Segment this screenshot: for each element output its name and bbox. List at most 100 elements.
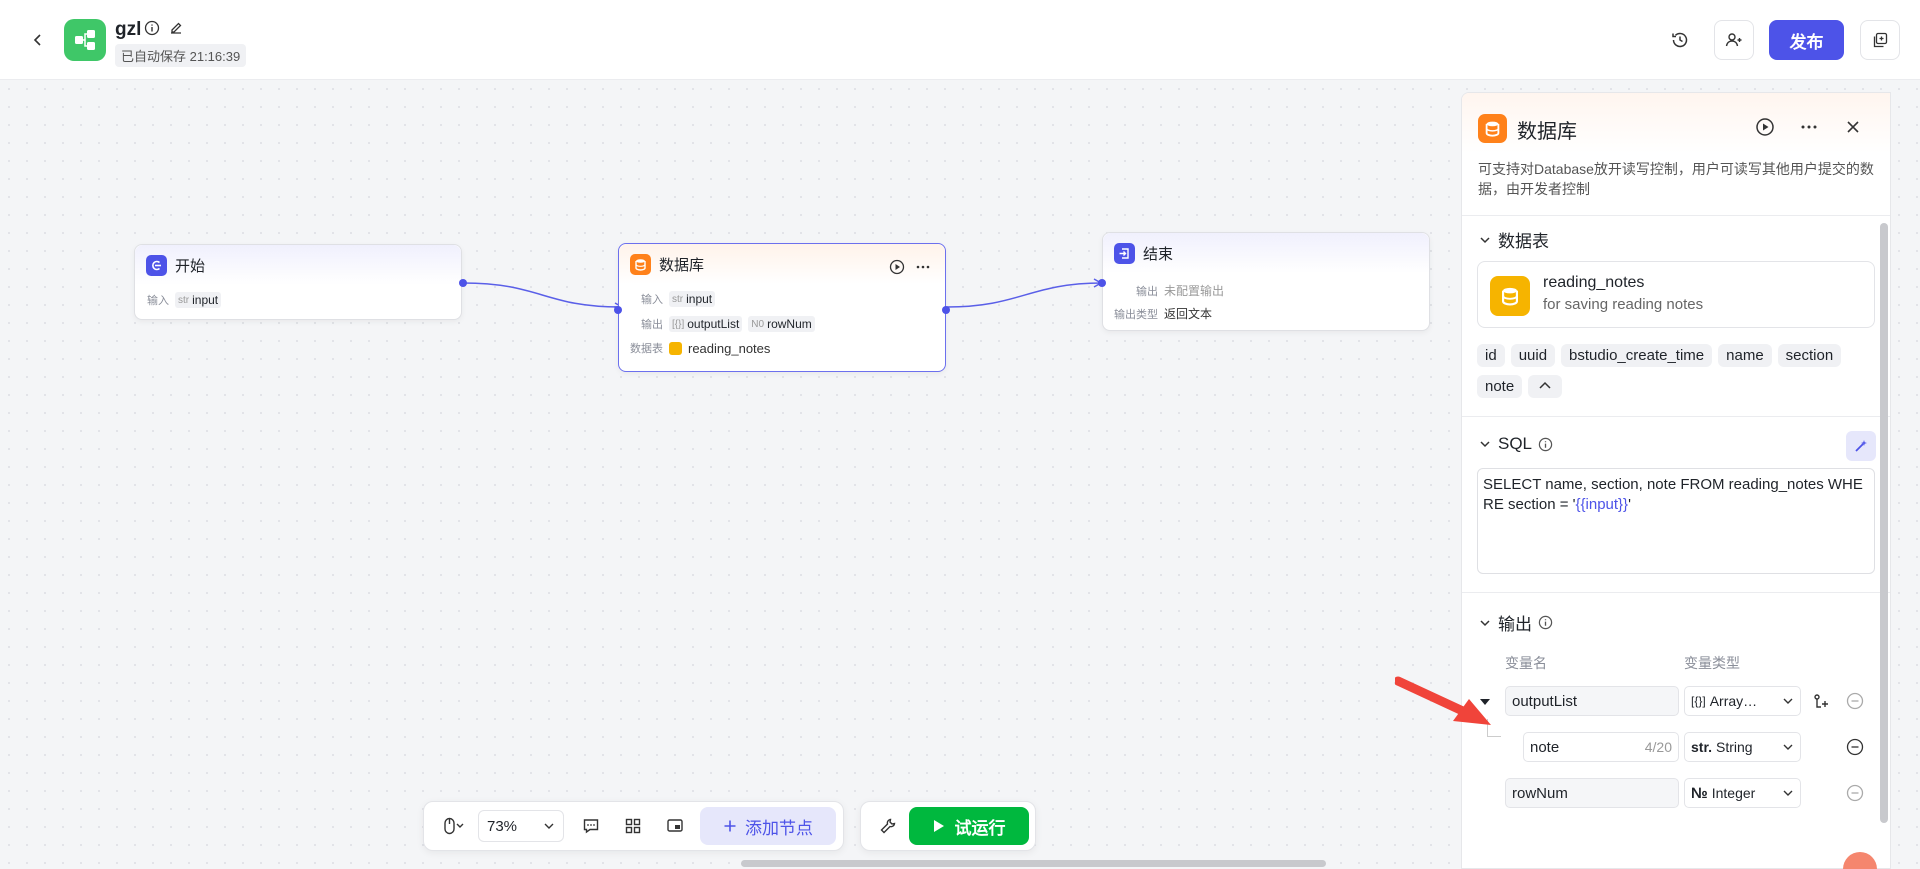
caret-down-icon[interactable] — [1478, 695, 1492, 709]
input-port[interactable] — [614, 306, 622, 314]
users-add-icon — [1725, 33, 1742, 47]
chevron-down-icon — [1783, 744, 1793, 750]
var-type-header: 变量类型 — [1684, 655, 1740, 671]
wrench-icon — [880, 818, 896, 834]
database-icon — [630, 253, 651, 275]
remove-icon[interactable] — [1846, 738, 1864, 756]
node-title: 开始 — [175, 257, 206, 275]
output-tag: [{}]outputList — [669, 316, 743, 332]
more-icon[interactable] — [915, 259, 931, 275]
back-button[interactable] — [26, 28, 50, 52]
output-name-field[interactable]: rowNum — [1505, 778, 1679, 808]
minimap-button[interactable] — [659, 810, 691, 842]
table-card[interactable]: reading_notes for saving reading notes — [1477, 261, 1875, 328]
input-label: 输入 — [641, 294, 663, 306]
add-node-button[interactable]: 添加节点 — [700, 807, 836, 845]
publish-button[interactable]: 发布 — [1769, 20, 1844, 60]
sql-editor[interactable]: SELECT name, section, note FROM reading_… — [1477, 468, 1875, 574]
char-counter: 4/20 — [1644, 739, 1672, 755]
node-title: 数据库 — [659, 256, 705, 274]
chevron-down-icon — [1480, 619, 1490, 626]
section-title: SQL — [1498, 434, 1533, 453]
canvas-scrollbar[interactable] — [741, 860, 1326, 867]
output-port[interactable] — [942, 306, 950, 314]
zoom-select[interactable]: 73% — [478, 810, 564, 842]
node-title: 结束 — [1143, 245, 1174, 263]
field-chip: uuid — [1510, 344, 1556, 367]
info-icon[interactable] — [1538, 615, 1553, 630]
input-port[interactable] — [1098, 279, 1106, 287]
ai-generate-sql-button[interactable] — [1846, 431, 1876, 461]
tree-connector — [1487, 719, 1501, 737]
mouse-icon — [444, 817, 464, 835]
panel-title: 数据库 — [1517, 121, 1577, 143]
minimap-icon — [667, 819, 683, 832]
edit-icon[interactable] — [168, 20, 184, 36]
info-icon[interactable] — [144, 20, 160, 36]
table-name: reading_notes — [1543, 274, 1645, 291]
output-type-select[interactable]: str.String — [1684, 732, 1801, 762]
sql-section-header[interactable]: SQL — [1478, 434, 1553, 454]
test-run-button[interactable]: 试运行 — [909, 807, 1029, 845]
edge-db-end — [946, 282, 1103, 308]
history-button[interactable] — [1660, 20, 1700, 60]
var-name-header: 变量名 — [1505, 655, 1547, 671]
close-icon[interactable] — [1844, 118, 1862, 136]
info-icon[interactable] — [1538, 437, 1553, 452]
table-db-icon — [669, 341, 682, 355]
field-chip: bstudio_create_time — [1561, 344, 1713, 367]
node-config-panel: 数据库 可支持对Database放开读写控制，用户可读写其他用户提交的数据，由开… — [1461, 92, 1891, 869]
table-section-header[interactable]: 数据表 — [1478, 227, 1549, 252]
debug-tools-button[interactable] — [872, 810, 904, 842]
panel-scrollbar[interactable] — [1880, 223, 1888, 823]
field-chip: id — [1477, 344, 1505, 367]
chevron-up-icon — [1539, 381, 1551, 389]
input-label: 输入 — [147, 295, 169, 307]
output-name-field[interactable]: outputList — [1505, 686, 1679, 716]
comment-button[interactable] — [575, 810, 607, 842]
database-icon — [1478, 114, 1507, 143]
end-icon — [1114, 242, 1135, 264]
play-circle-icon[interactable] — [1755, 117, 1775, 137]
collaborate-button[interactable] — [1714, 20, 1754, 60]
remove-icon[interactable] — [1846, 784, 1864, 802]
output-section-header[interactable]: 输出 — [1478, 610, 1553, 635]
output-label: 输出 — [1136, 285, 1158, 298]
output-port[interactable] — [459, 279, 467, 287]
start-icon — [146, 254, 167, 276]
edge-start-db — [462, 282, 621, 308]
play-circle-icon[interactable] — [889, 259, 905, 275]
history-icon — [1672, 32, 1688, 48]
app-name: gzl — [115, 19, 142, 40]
more-icon[interactable] — [1799, 117, 1819, 137]
type-value: 返回文本 — [1164, 307, 1213, 321]
add-child-icon[interactable] — [1812, 693, 1830, 711]
magic-wand-icon — [1855, 440, 1867, 452]
remove-icon[interactable] — [1846, 692, 1864, 710]
copy-button[interactable] — [1860, 20, 1900, 60]
output-label: 输出 — [641, 319, 663, 331]
chevron-down-icon — [1783, 790, 1793, 796]
section-title: 输出 — [1498, 615, 1532, 634]
interaction-mode-button[interactable] — [435, 810, 473, 842]
auto-layout-button[interactable] — [617, 810, 649, 842]
table-name: reading_notes — [688, 340, 771, 356]
table-db-icon — [1490, 276, 1530, 316]
collapse-fields-button[interactable] — [1528, 375, 1563, 398]
canvas-toolbar: 73% 添加节点 — [423, 801, 844, 851]
chevron-down-icon — [544, 823, 554, 829]
end-node[interactable]: 结束 输出 未配置输出 输出类型 返回文本 — [1098, 232, 1430, 331]
section-title: 数据表 — [1498, 232, 1549, 251]
play-icon — [933, 820, 944, 832]
output-type-select[interactable]: [{}]Array… — [1684, 686, 1801, 716]
field-chip: name — [1718, 344, 1772, 367]
output-value: 未配置输出 — [1164, 284, 1225, 298]
assistant-avatar[interactable] — [1843, 852, 1877, 869]
